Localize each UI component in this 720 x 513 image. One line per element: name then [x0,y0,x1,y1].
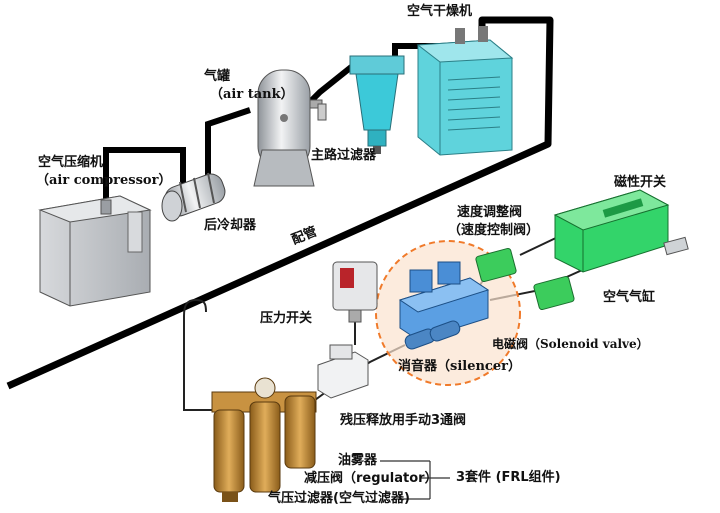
air-tank-icon [253,69,327,187]
label-pressure-switch: 压力开关 [260,311,313,326]
aftercooler-icon [161,172,226,222]
label-air-tank-en: （air tank） [210,87,294,102]
label-silencer: 消音器（silencer） [398,359,521,374]
label-air-tank-cn: 气罐 [204,69,231,84]
label-frl-unit: 3套件 (FRL组件) [456,470,561,485]
air-compressor-icon [38,195,152,307]
frl-bracket [380,460,450,500]
pressure-switch-icon [332,261,378,323]
residual-pressure-valve-icon [317,344,369,399]
label-magnetic-switch: 磁性开关 [614,175,667,190]
label-air-cylinder: 空气气缸 [603,290,656,305]
label-lubricator: 油雾器 [338,453,378,468]
solenoid-valve-icon [398,261,490,341]
label-speed-valve: 速度调整阀 [457,205,523,220]
label-air-filter: 气压过滤器(空气过滤器) [268,491,410,506]
label-air-compressor-cn: 空气压缩机 [38,155,104,170]
label-speed-valve-alt: （速度控制阀） [448,223,540,238]
air-cylinder-icon [553,189,689,273]
silencer-icon [404,320,461,350]
label-air-compressor-en: （air compressor） [36,173,172,188]
label-residual-valve: 残压释放用手动3通阀 [340,413,467,428]
label-regulator: 减压阀（regulator） [304,471,438,486]
main-filter-icon [349,55,405,154]
speed-valve-icon [475,247,575,311]
label-main-filter: 主路过滤器 [311,148,377,163]
air-dryer-icon [416,26,514,156]
label-solenoid-valve: 电磁阀（Solenoid valve） [492,337,649,351]
frl-unit-icon [211,377,317,502]
label-air-dryer: 空气干燥机 [407,4,473,19]
label-aftercooler: 后冷却器 [204,218,257,233]
